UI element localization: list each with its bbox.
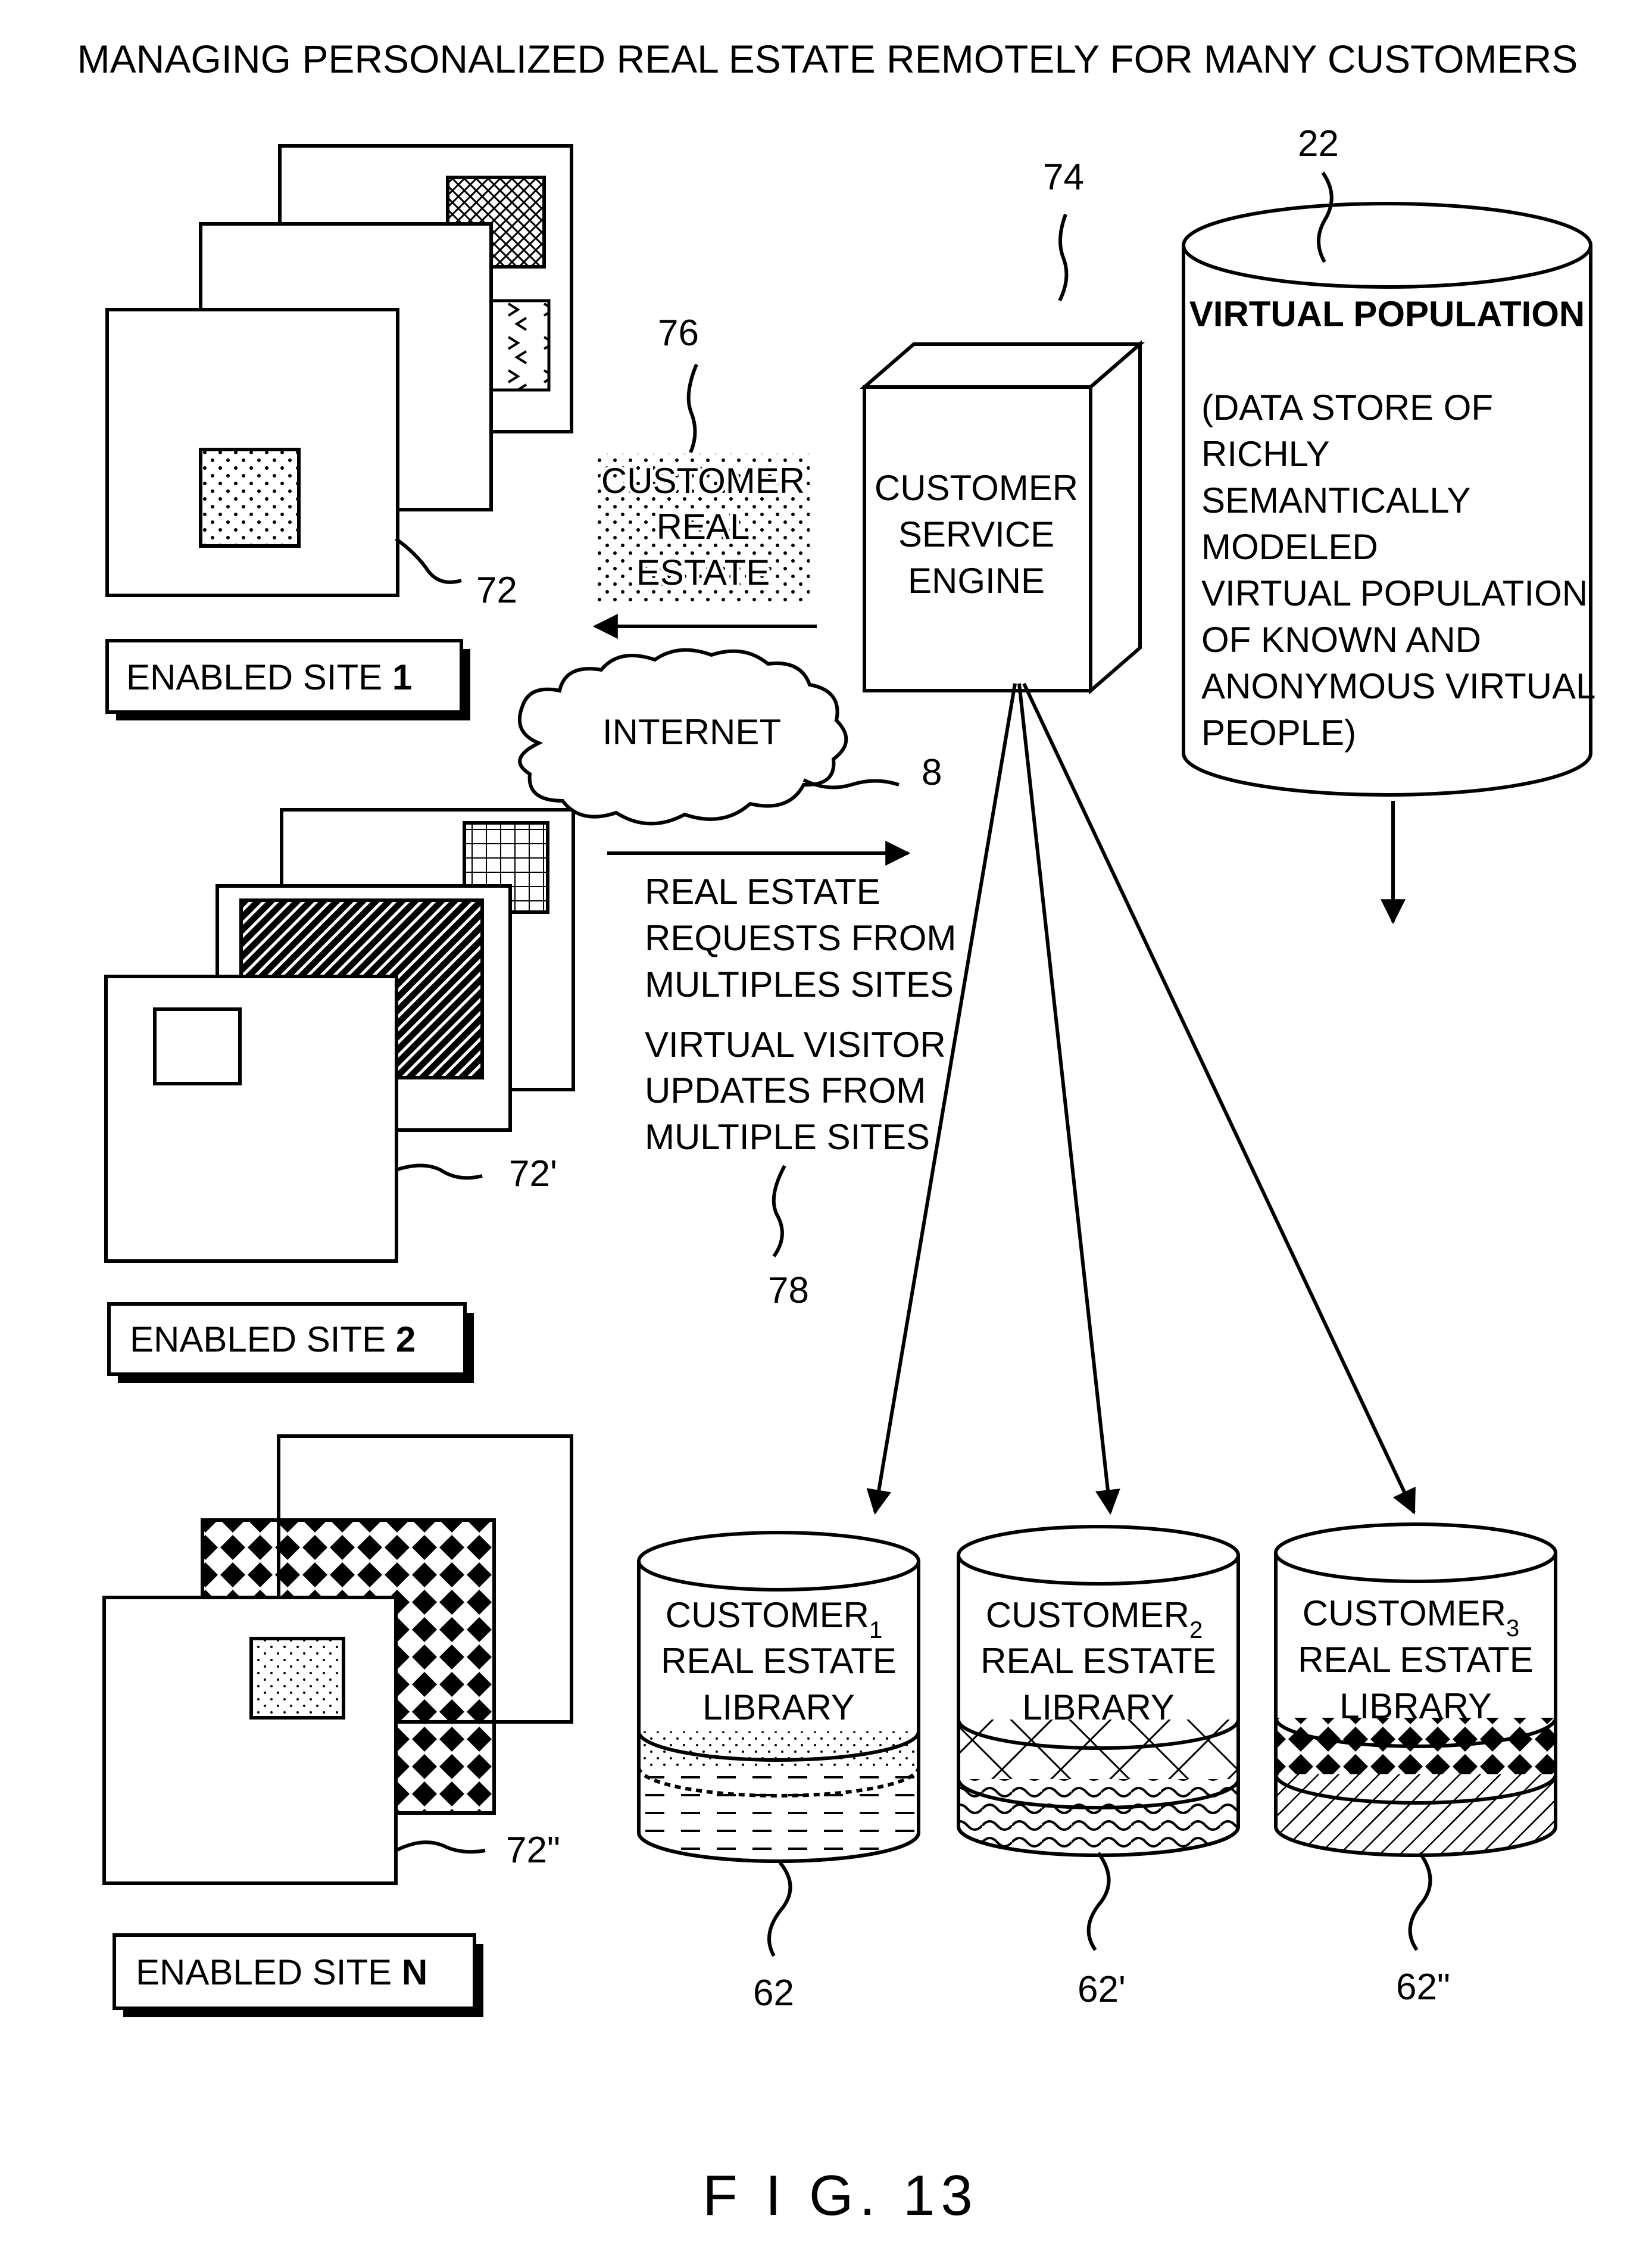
customer-real-estate-ref: 76: [658, 313, 699, 354]
library-2: CUSTOMER2 REAL ESTATE LIBRARY: [958, 1527, 1238, 1855]
svg-text:REQUESTS FROM: REQUESTS FROM: [645, 918, 956, 958]
svg-text:REAL ESTATE: REAL ESTATE: [1298, 1640, 1534, 1680]
internet-ref: 8: [922, 752, 942, 793]
ref-leader-62-double-prime: [1410, 1853, 1431, 1950]
internet-label: INTERNET: [602, 712, 781, 752]
enabled-site-2-pages: [106, 810, 573, 1261]
svg-text:UPDATES FROM: UPDATES FROM: [645, 1071, 926, 1110]
svg-text:VIRTUAL POPULATION: VIRTUAL POPULATION: [1189, 294, 1585, 334]
svg-text:LIBRARY: LIBRARY: [1339, 1686, 1492, 1726]
svg-text:REAL ESTATE: REAL ESTATE: [661, 1641, 897, 1681]
enabled-site-1-label: ENABLED SITE 1: [107, 641, 470, 720]
engine-ref: 74: [1043, 157, 1084, 198]
svg-text:ESTATE: ESTATE: [636, 553, 770, 592]
ref-leader-74: [1060, 214, 1066, 301]
customer-service-engine-box: CUSTOMER SERVICE ENGINE: [864, 344, 1140, 691]
ref-leader-62-prime: [1089, 1853, 1109, 1950]
svg-text:OF KNOWN AND: OF KNOWN AND: [1201, 620, 1481, 660]
svg-text:VIRTUAL VISITOR: VIRTUAL VISITOR: [645, 1025, 946, 1065]
svg-text:SERVICE: SERVICE: [898, 514, 1054, 554]
svg-text:VIRTUAL POPULATION: VIRTUAL POPULATION: [1201, 573, 1588, 613]
svg-text:ENABLED SITE 2: ENABLED SITE 2: [130, 1319, 416, 1359]
svg-text:ENGINE: ENGINE: [908, 561, 1045, 601]
ref-leader-76: [689, 364, 697, 453]
arrow-engine-lib2: [1019, 684, 1110, 1512]
svg-text:REAL ESTATE: REAL ESTATE: [645, 872, 880, 912]
library-3-ref: 62": [1396, 1967, 1450, 2008]
library-1: CUSTOMER1 REAL ESTATE LIBRARY: [639, 1533, 919, 1861]
svg-text:ANONYMOUS VIRTUAL: ANONYMOUS VIRTUAL: [1201, 666, 1595, 706]
svg-text:REAL ESTATE: REAL ESTATE: [980, 1641, 1216, 1681]
enabled-site-2-label: ENABLED SITE 2: [109, 1304, 474, 1383]
enabled-site-n-pages: [104, 1436, 572, 1883]
svg-text:ENABLED SITE N: ENABLED SITE N: [136, 1952, 427, 1992]
site-1-ref: 72: [476, 570, 517, 611]
svg-text:MULTIPLE SITES: MULTIPLE SITES: [645, 1117, 930, 1157]
virtual-population-cylinder: VIRTUAL POPULATION (DATA STORE OF RICHLY…: [1183, 204, 1595, 795]
requests-ref: 78: [768, 1270, 809, 1311]
site-n-ref: 72": [506, 1830, 560, 1871]
enabled-site-1-pages: [107, 146, 572, 595]
ref-leader-78: [774, 1166, 785, 1256]
svg-text:LIBRARY: LIBRARY: [702, 1687, 855, 1727]
enabled-site-n-label: ENABLED SITE N: [114, 1935, 483, 2017]
svg-text:MULTIPLES SITES: MULTIPLES SITES: [645, 965, 954, 1004]
site-2-ref: 72': [509, 1153, 557, 1194]
ref-leader-62: [769, 1862, 791, 1956]
virtual-population-ref: 22: [1298, 123, 1339, 164]
svg-text:REAL: REAL: [657, 507, 750, 547]
library-2-ref: 62': [1078, 1969, 1126, 2010]
library-1-ref: 62: [753, 1973, 794, 2014]
page-title: MANAGING PERSONALIZED REAL ESTATE REMOTE…: [77, 37, 1578, 81]
svg-text:PEOPLE): PEOPLE): [1201, 713, 1356, 753]
library-3: CUSTOMER3 REAL ESTATE LIBRARY: [1276, 1524, 1556, 1855]
svg-text:RICHLY: RICHLY: [1201, 434, 1330, 474]
svg-text:SEMANTICALLY: SEMANTICALLY: [1201, 480, 1470, 520]
requests-text: REAL ESTATE REQUESTS FROM MULTIPLES SITE…: [645, 872, 956, 1157]
arrow-engine-lib3: [1024, 684, 1414, 1512]
svg-text:LIBRARY: LIBRARY: [1022, 1687, 1175, 1727]
svg-text:MODELED: MODELED: [1201, 527, 1378, 567]
svg-text:ENABLED SITE 1: ENABLED SITE 1: [126, 657, 412, 697]
svg-text:CUSTOMER: CUSTOMER: [601, 461, 805, 501]
svg-text:CUSTOMER: CUSTOMER: [875, 468, 1078, 508]
svg-text:(DATA STORE OF: (DATA STORE OF: [1201, 388, 1493, 427]
figure-label: F I G. 13: [702, 2164, 978, 2227]
